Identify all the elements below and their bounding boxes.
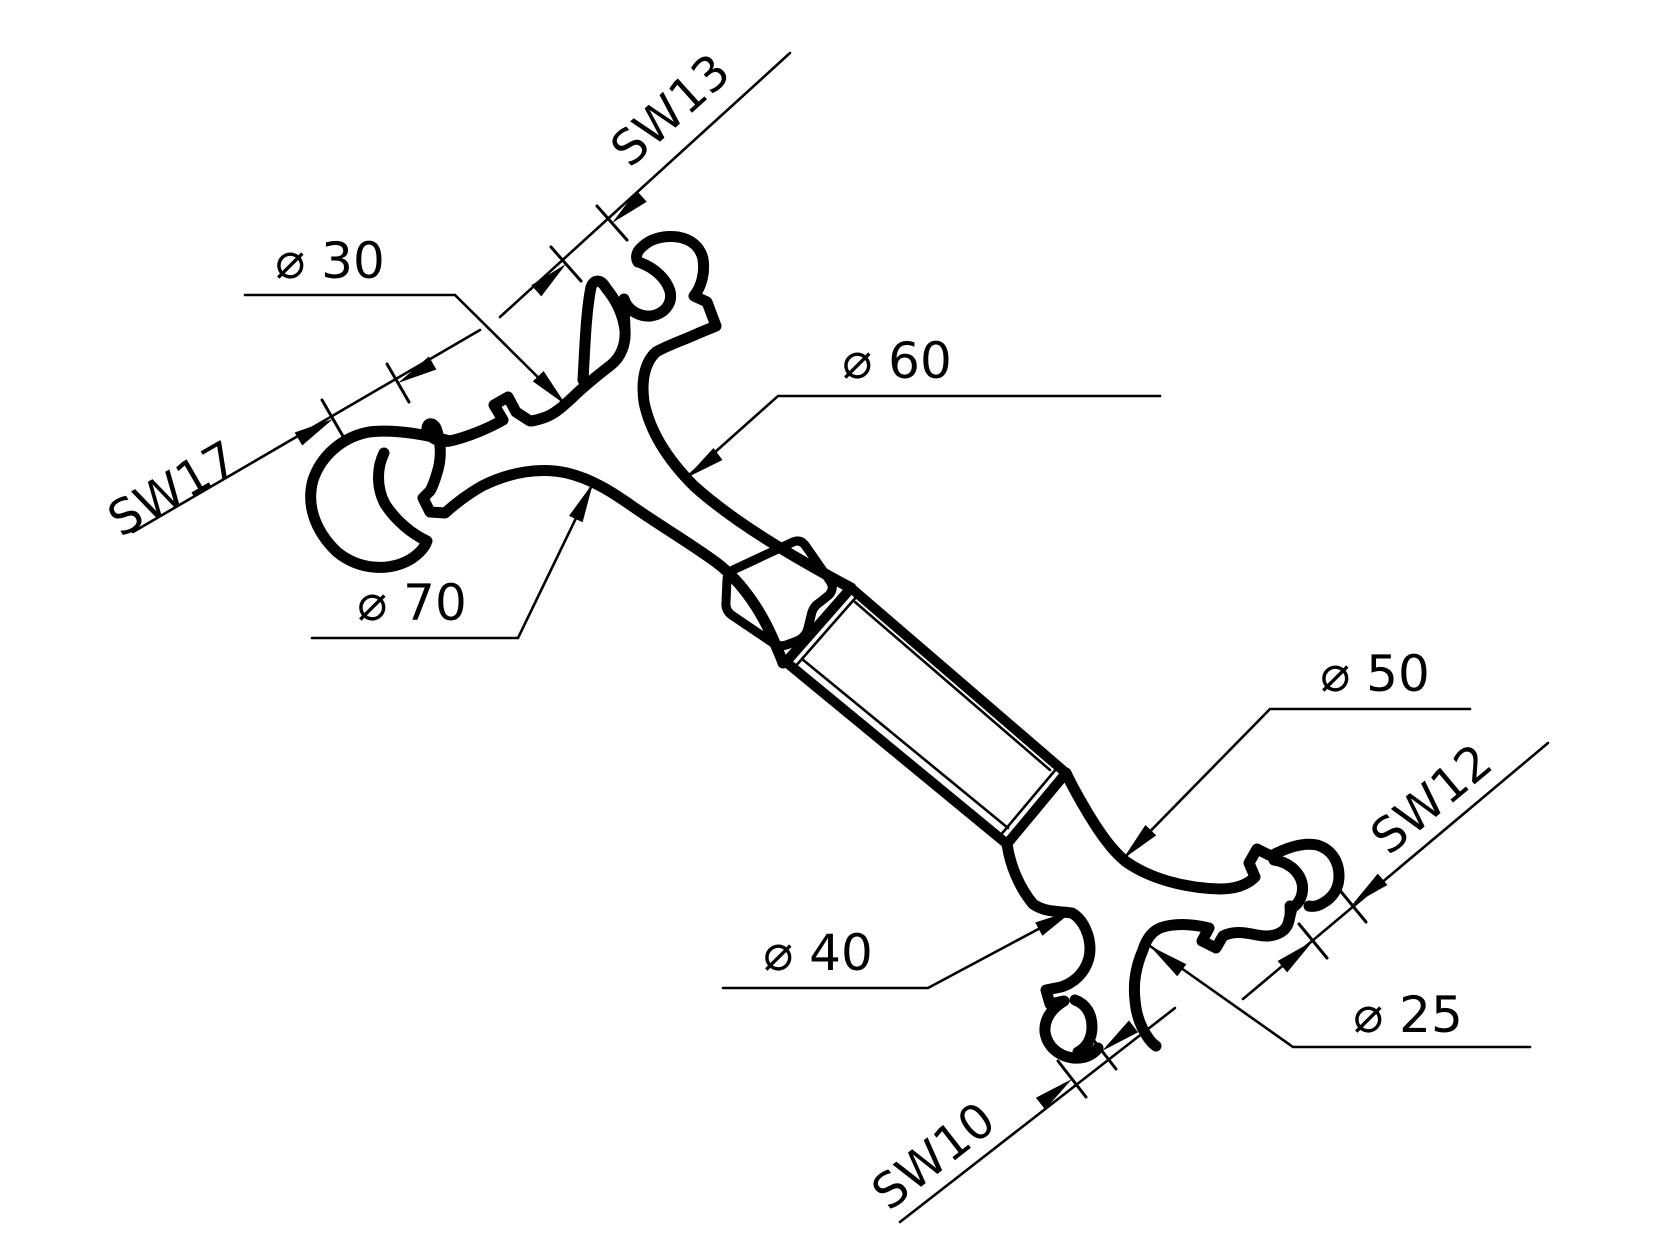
sw12-arrowhead-1 [1352,873,1388,905]
bottle-opener-cutout [721,536,837,651]
sw13-arrowhead-1 [612,190,647,223]
dimension-d40: ⌀ 40 [721,908,1076,990]
shaft-bevel-top [853,600,1052,772]
shaft-end-line-upper [792,593,860,670]
d70-leader-line [310,481,595,640]
d50-label: ⌀ 50 [1320,645,1430,703]
d40-label: ⌀ 40 [763,924,873,982]
sw13-dimension-line [498,51,792,319]
d25-arrowhead [1150,946,1187,977]
shaft-bevel-bottom [800,657,1010,830]
sw13-label: SW13 [600,43,741,178]
wrench-lower-head-outline [1001,767,1345,1064]
dimension-d30: ⌀ 30 [243,232,568,407]
d60-label: ⌀ 60 [842,332,952,390]
dimension-d60: ⌀ 60 [684,332,1162,480]
shaft-bevel-lines [792,593,1059,839]
d30-leader-line [243,293,568,407]
d60-leader-line [684,394,1162,480]
d30-arrowhead [532,371,566,405]
shaft-end-line-lower [997,766,1059,839]
dimension-sw13: SW13 [498,43,792,319]
dimension-d70: ⌀ 70 [310,481,595,640]
d40-arrowhead [1035,910,1074,936]
dimension-d25: ⌀ 25 [1148,944,1532,1049]
d70-arrowhead [569,483,593,523]
sw10-arrowhead-2 [1035,1079,1072,1110]
sw17-arrowhead-1 [398,356,437,383]
d60-arrowhead [686,448,723,478]
sw17-label: SW17 [99,430,247,548]
d50-leader-line [1121,707,1472,861]
d30-label: ⌀ 30 [275,232,385,290]
d25-label: ⌀ 25 [1353,986,1463,1044]
d40-leader-line [721,908,1076,990]
d70-label: ⌀ 70 [357,574,467,632]
sw17-arrowhead-2 [294,419,333,446]
d25-leader-line [1148,944,1532,1049]
d50-arrowhead [1123,825,1157,859]
sw10-dimension-line [898,1006,1177,1224]
sw12-arrowhead-2 [1277,941,1313,973]
dimension-sw10: SW10 [862,1006,1177,1224]
dimension-d50: ⌀ 50 [1121,645,1472,861]
sw10-arrowhead-1 [1102,1020,1139,1051]
wrench-body [305,231,1345,1064]
sw13-arrowhead-2 [531,264,566,297]
wrench-upper-head-outline [305,231,857,669]
